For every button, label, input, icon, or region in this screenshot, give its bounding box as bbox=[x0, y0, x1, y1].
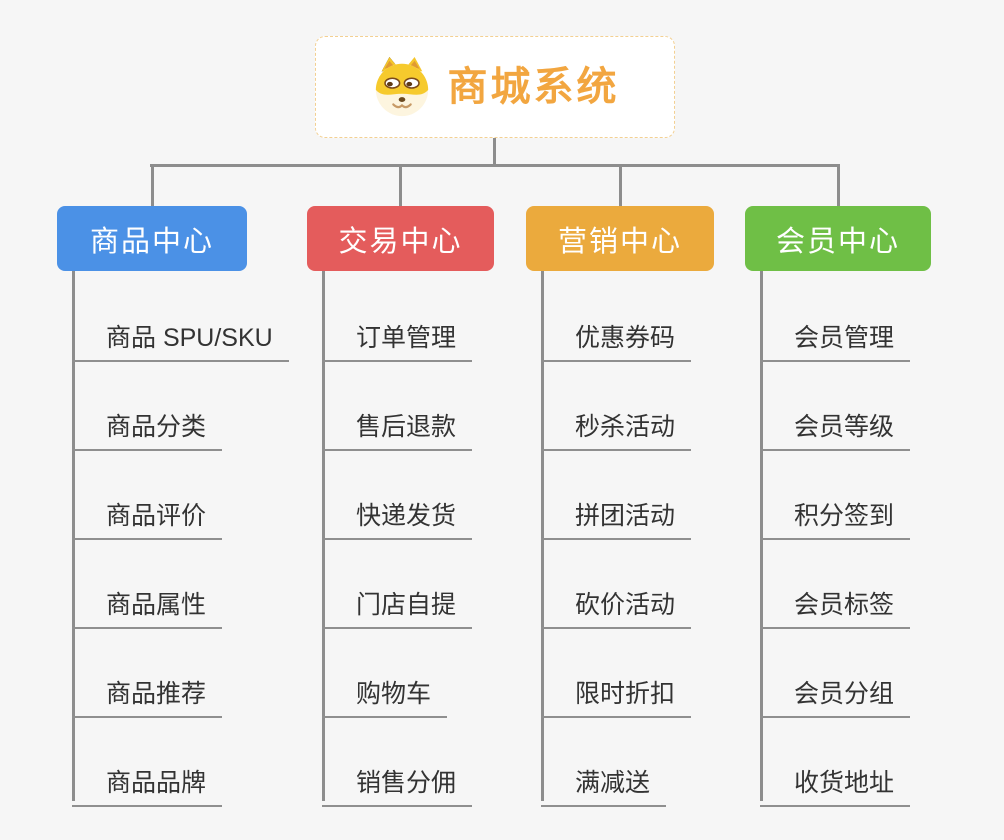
branch-spine-products bbox=[72, 271, 75, 801]
branch-header-members[interactable]: 会员中心 bbox=[745, 206, 931, 271]
branch-label: 交易中心 bbox=[338, 225, 463, 258]
connector-drop-trade bbox=[399, 164, 402, 208]
branch-item[interactable]: 商品分类 bbox=[72, 401, 223, 451]
root-title: 商城系统 bbox=[447, 65, 620, 109]
branch-item[interactable]: 会员等级 bbox=[760, 401, 911, 451]
branch-item[interactable]: 门店自提 bbox=[322, 579, 473, 629]
branch-spine-marketing bbox=[541, 271, 544, 801]
branch-header-products[interactable]: 商品中心 bbox=[57, 206, 247, 271]
branch-item[interactable]: 售后退款 bbox=[322, 401, 473, 451]
branch-item[interactable]: 拼团活动 bbox=[541, 490, 692, 540]
connector-drop-products bbox=[151, 164, 154, 208]
root-node[interactable]: 商城系统 bbox=[315, 36, 675, 138]
branch-item[interactable]: 快递发货 bbox=[322, 490, 473, 540]
branch-label: 会员中心 bbox=[775, 225, 900, 258]
branch-item[interactable]: 满减送 bbox=[541, 757, 667, 807]
branch-header-marketing[interactable]: 营销中心 bbox=[526, 206, 714, 271]
connector-drop-members bbox=[837, 164, 840, 208]
branch-spine-trade bbox=[322, 271, 325, 801]
branch-item[interactable]: 商品推荐 bbox=[72, 668, 223, 718]
branch-item[interactable]: 收货地址 bbox=[760, 757, 911, 807]
branch-item[interactable]: 积分签到 bbox=[760, 490, 911, 540]
branch-item[interactable]: 商品品牌 bbox=[72, 757, 223, 807]
branch-item[interactable]: 订单管理 bbox=[322, 312, 473, 362]
branch-label: 营销中心 bbox=[557, 225, 682, 258]
branch-item[interactable]: 限时折扣 bbox=[541, 668, 692, 718]
branch-item[interactable]: 优惠券码 bbox=[541, 312, 692, 362]
branch-item[interactable]: 商品评价 bbox=[72, 490, 223, 540]
branch-item[interactable]: 砍价活动 bbox=[541, 579, 692, 629]
connector-root-stem bbox=[493, 138, 496, 167]
branch-item[interactable]: 销售分佣 bbox=[322, 757, 473, 807]
branch-item[interactable]: 购物车 bbox=[322, 668, 448, 718]
branch-item[interactable]: 会员标签 bbox=[760, 579, 911, 629]
branch-item[interactable]: 商品 SPU/SKU bbox=[72, 312, 289, 362]
branch-header-trade[interactable]: 交易中心 bbox=[307, 206, 494, 271]
branch-item[interactable]: 会员分组 bbox=[760, 668, 911, 718]
branch-spine-members bbox=[760, 271, 763, 801]
branch-item[interactable]: 会员管理 bbox=[760, 312, 911, 362]
connector-horizontal bbox=[150, 164, 840, 167]
branch-label: 商品中心 bbox=[89, 225, 214, 258]
doge-icon bbox=[375, 56, 428, 117]
branch-item[interactable]: 商品属性 bbox=[72, 579, 223, 629]
branch-item[interactable]: 秒杀活动 bbox=[541, 401, 692, 451]
connector-drop-marketing bbox=[619, 164, 622, 208]
